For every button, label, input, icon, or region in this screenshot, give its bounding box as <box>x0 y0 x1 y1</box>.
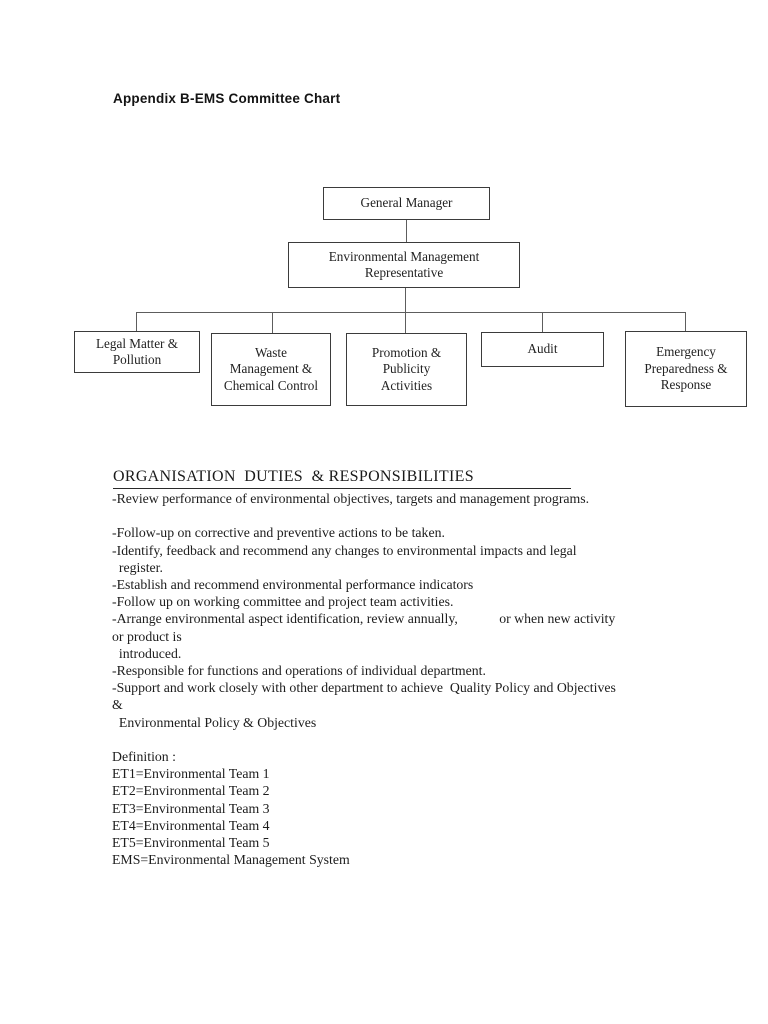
doc-line: -Responsible for functions and operation… <box>112 663 486 679</box>
definition-line: ET5=Environmental Team 5 <box>112 835 270 851</box>
definition-line: ET4=Environmental Team 4 <box>112 817 270 833</box>
connector-line <box>405 312 406 333</box>
definition-line: ET1=Environmental Team 1 <box>112 766 270 782</box>
doc-line: -Identify, feedback and recommend any ch… <box>112 542 577 558</box>
chart-node-audit: Audit <box>481 332 604 367</box>
duties-list: -Review performance of environmental obj… <box>112 490 732 731</box>
section-heading: ORGANISATION DUTIES & RESPONSIBILITIES <box>113 468 474 485</box>
chart-node-general-manager: General Manager <box>323 187 490 220</box>
page-title: Appendix B-EMS Committee Chart <box>113 91 341 106</box>
doc-line: -Follow up on working committee and proj… <box>112 594 454 610</box>
section-heading-underline: ORGANISATION DUTIES & RESPONSIBILITIES <box>113 468 571 489</box>
body-text: -Review performance of environmental obj… <box>112 490 732 868</box>
chart-node-label: Audit <box>527 341 558 357</box>
definition-line: ET2=Environmental Team 2 <box>112 783 270 799</box>
chart-node-environmental-management-representative: Environmental Management Representative <box>288 242 520 288</box>
chart-node-label: Legal Matter & Pollution <box>95 335 179 368</box>
definition-line: EMS=Environmental Management System <box>112 852 350 868</box>
doc-line: Environmental Policy & Objectives <box>112 714 317 730</box>
connector-line <box>405 288 406 312</box>
chart-node-label: Environmental Management Representative <box>328 248 480 281</box>
chart-node-label: General Manager <box>360 195 453 211</box>
connector-line <box>406 220 407 242</box>
chart-node-label: Promotion & Publicity Activities <box>371 344 442 393</box>
chart-node-label: Emergency Preparedness & Response <box>644 344 728 393</box>
definition-line: Definition : <box>112 749 176 765</box>
chart-node-promotion-publicity-activities: Promotion & Publicity Activities <box>346 333 467 406</box>
doc-line: introduced. <box>112 645 182 661</box>
connector-line <box>136 312 137 331</box>
connector-line <box>136 312 686 313</box>
chart-node-legal-matter-pollution: Legal Matter & Pollution <box>74 331 200 373</box>
connector-line <box>685 312 686 331</box>
chart-node-waste-management-chemical-control: Waste Management & Chemical Control <box>211 333 331 406</box>
definitions-list: Definition : ET1=Environmental Team 1 ET… <box>112 748 732 868</box>
doc-line: or product is <box>112 628 182 644</box>
doc-line: -Follow-up on corrective and preventive … <box>112 525 445 541</box>
connector-line <box>542 312 543 332</box>
chart-node-emergency-preparedness-response: Emergency Preparedness & Response <box>625 331 747 407</box>
definition-line: ET3=Environmental Team 3 <box>112 800 270 816</box>
doc-line: -Review performance of environmental obj… <box>112 491 590 506</box>
doc-line: -Arrange environmental aspect identifica… <box>112 611 616 627</box>
doc-line: -Establish and recommend environmental p… <box>112 577 474 592</box>
doc-line: register. <box>112 559 163 575</box>
chart-node-label: Waste Management & Chemical Control <box>223 344 319 393</box>
doc-line: -Support and work closely with other dep… <box>112 680 616 696</box>
doc-line: & <box>112 697 123 713</box>
connector-line <box>272 312 273 333</box>
doc-line <box>112 507 732 524</box>
